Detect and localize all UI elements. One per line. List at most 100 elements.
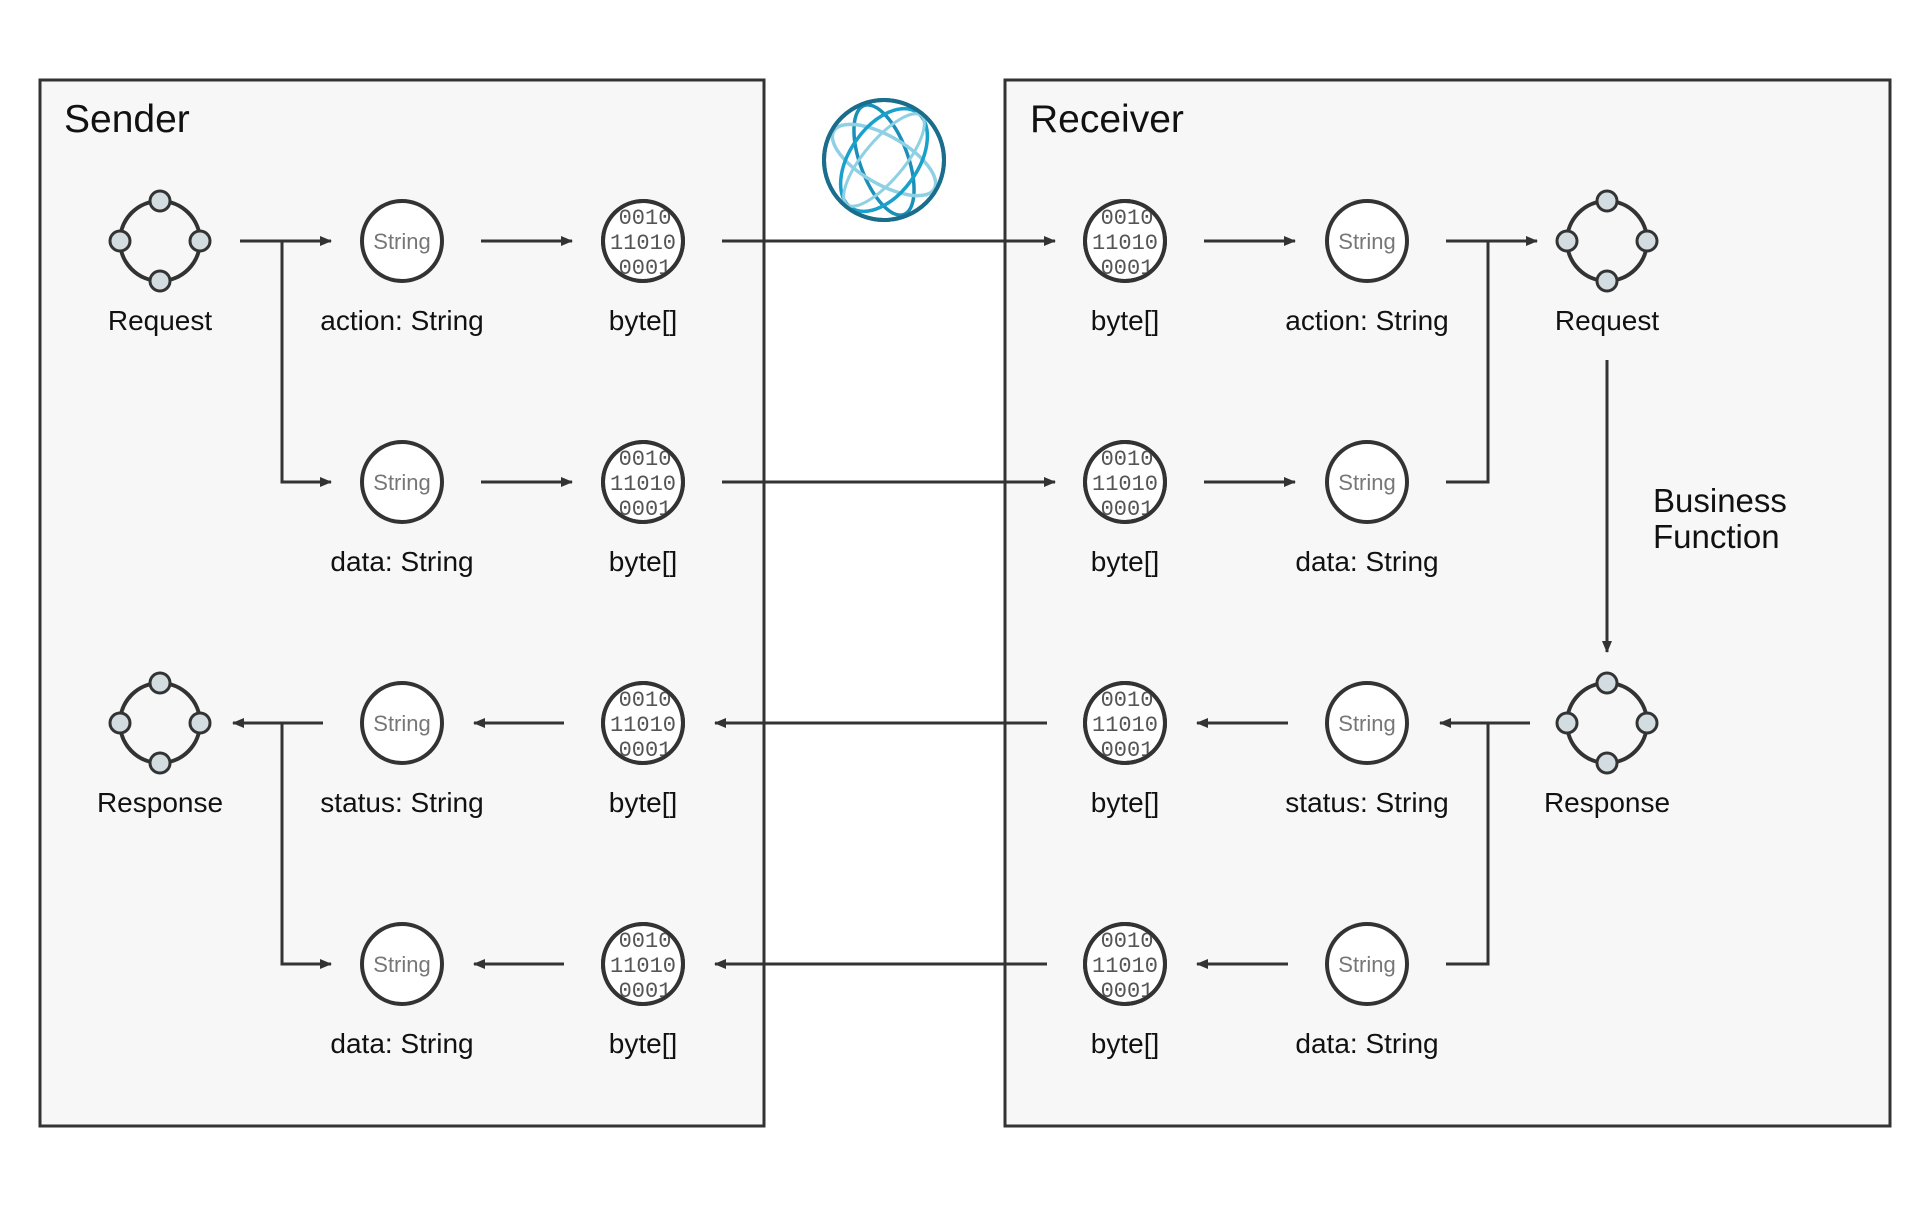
binary-line: 0001 (619, 979, 672, 1004)
string-icon (360, 922, 444, 1006)
binary-line: 0010 (1101, 206, 1154, 231)
sender-response-label: Response (97, 787, 223, 818)
string-glyph: String (373, 470, 430, 495)
string-icon (360, 681, 444, 765)
binary-line: 11010 (610, 713, 676, 738)
binary-line: 11010 (1092, 231, 1158, 256)
business-function-line-1: Business (1653, 482, 1787, 519)
binary-line: 0010 (619, 929, 672, 954)
string-glyph: String (1338, 229, 1395, 254)
sender-request-label: Request (108, 305, 213, 336)
binary-line: 0001 (619, 738, 672, 763)
receiver-resp-data-string-label: data: String (1295, 1028, 1438, 1059)
sender-status-string-label: status: String (320, 787, 483, 818)
business-function-line-2: Function (1653, 518, 1780, 555)
binary-line: 11010 (1092, 472, 1158, 497)
sender-resp-data-string-label: data: String (330, 1028, 473, 1059)
sender-data-string-node: String data: String (330, 440, 474, 577)
binary-line: 0010 (1101, 447, 1154, 472)
binary-line: 11010 (610, 472, 676, 497)
receiver-data-bytes-label: byte[] (1091, 546, 1159, 577)
sender-request-node: Request (108, 189, 213, 336)
binary-line: 0001 (1101, 738, 1154, 763)
sender-action-bytes-label: byte[] (609, 305, 677, 336)
receiver-resp-data-bytes-label: byte[] (1091, 1028, 1159, 1059)
receiver-response-label: Response (1544, 787, 1670, 818)
binary-line: 11010 (610, 954, 676, 979)
string-icon (1325, 922, 1409, 1006)
binary-line: 0001 (1101, 497, 1154, 522)
receiver-request-label: Request (1555, 305, 1660, 336)
binary-line: 11010 (1092, 713, 1158, 738)
globe-icon (822, 98, 946, 222)
string-icon (360, 199, 444, 283)
binary-line: 0010 (1101, 688, 1154, 713)
object-icon (1555, 671, 1659, 775)
sender-status-bytes-label: byte[] (609, 787, 677, 818)
business-function-label: Business Function (1653, 482, 1796, 555)
edge-rx-respdata-join (1446, 723, 1490, 966)
binary-line: 0001 (619, 256, 672, 281)
binary-line: 0001 (1101, 256, 1154, 281)
string-icon (1325, 681, 1409, 765)
receiver-resp-data-string-node: String data: String (1295, 922, 1439, 1059)
binary-line: 0010 (619, 206, 672, 231)
edge-rx-data-to-request (1446, 241, 1490, 484)
edge-request-to-data (280, 241, 332, 487)
receiver-response-node: Response (1544, 671, 1670, 818)
object-icon (1555, 189, 1659, 293)
string-glyph: String (1338, 711, 1395, 736)
receiver-data-string-label: data: String (1295, 546, 1438, 577)
string-glyph: String (1338, 470, 1395, 495)
receiver-status-string-label: status: String (1285, 787, 1448, 818)
receiver-action-bytes-label: byte[] (1091, 305, 1159, 336)
object-icon (108, 671, 212, 775)
string-icon (1325, 199, 1409, 283)
receiver-request-node: Request (1555, 189, 1660, 336)
sender-title: Sender (64, 98, 190, 141)
binary-line: 11010 (610, 231, 676, 256)
binary-line: 0010 (619, 688, 672, 713)
binary-line: 11010 (1092, 954, 1158, 979)
string-glyph: String (373, 952, 430, 977)
sender-data-bytes-label: byte[] (609, 546, 677, 577)
sender-data-string-label: data: String (330, 546, 473, 577)
receiver-status-bytes-label: byte[] (1091, 787, 1159, 818)
receiver-title: Receiver (1030, 98, 1184, 141)
binary-line: 0010 (619, 447, 672, 472)
binary-line: 0010 (1101, 929, 1154, 954)
string-glyph: String (1338, 952, 1395, 977)
string-icon (1325, 440, 1409, 524)
string-icon (360, 440, 444, 524)
receiver-status-string-node: String status: String (1285, 681, 1449, 818)
string-glyph: String (373, 229, 430, 254)
sender-action-string-node: String action: String (320, 199, 484, 336)
binary-line: 0001 (619, 497, 672, 522)
sender-response-node: Response (97, 671, 223, 818)
sender-action-string-label: action: String (320, 305, 483, 336)
sender-status-string-node: String status: String (320, 681, 484, 818)
receiver-data-string-node: String data: String (1295, 440, 1439, 577)
string-glyph: String (373, 711, 430, 736)
object-icon (108, 189, 212, 293)
edge-respdata-join (280, 723, 332, 969)
sender-resp-data-bytes-label: byte[] (609, 1028, 677, 1059)
